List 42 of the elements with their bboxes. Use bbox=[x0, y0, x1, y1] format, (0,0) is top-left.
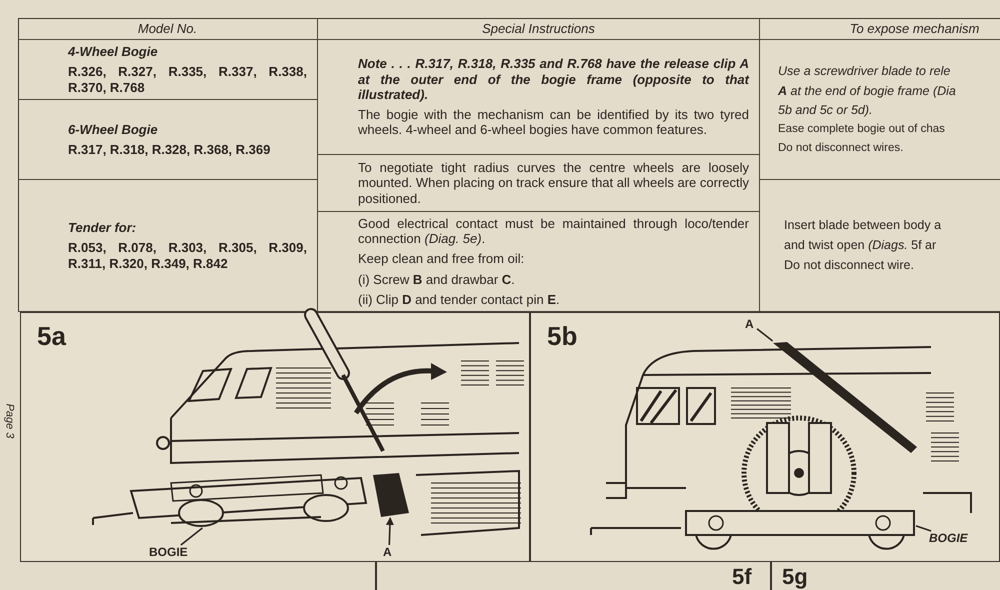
callout-label: BOGIE bbox=[929, 531, 968, 545]
instruction-text: (ii) Clip D and tender contact pin E. bbox=[358, 292, 561, 308]
row-heading: 4-Wheel Bogie bbox=[68, 44, 159, 60]
column-header: To expose mechanism bbox=[848, 20, 980, 36]
diagram-panel bbox=[530, 312, 1000, 562]
instruction-text: Use a screwdriver blade to rele bbox=[778, 64, 952, 79]
arrow bbox=[386, 517, 394, 546]
instruction-text: Do not disconnect wires. bbox=[778, 142, 904, 156]
callout-label: BOGIE bbox=[149, 545, 188, 559]
instruction-text: (i) Screw B and drawbar C. bbox=[358, 272, 516, 287]
bogie-drawing bbox=[685, 416, 915, 550]
instruction-text: and twist open (Diags. 5f ar bbox=[784, 238, 938, 253]
leader-line bbox=[756, 328, 774, 342]
leader-line bbox=[916, 525, 932, 532]
panel-number: 5a bbox=[37, 323, 66, 349]
model-numbers: R.326, R.327, R.335, R.337, R.338, R.370, R.768 bbox=[68, 64, 307, 95]
instruction-text: Keep clean and free from oil: bbox=[358, 251, 526, 267]
row-heading: Tender for: bbox=[68, 220, 138, 236]
instruction-text: To negotiate tight radius curves the centre wheels are loosely mounted. When placing on track ensure that all wheels are correctly positioned. bbox=[358, 160, 749, 206]
row-heading: Note . . . R.317, R.318, R.335 and R.768 have the release clip A at the outer end of the bogie frame (opposite to that illustrated). bbox=[358, 56, 749, 102]
model-numbers: R.053, R.078, R.303, R.305, R.309, R.311, R.320, R.349, R.842 bbox=[68, 240, 307, 271]
instruction-text: A at the end of bogie frame (Dia bbox=[778, 84, 957, 98]
column-header: Special Instructions bbox=[481, 20, 596, 36]
instruction-text: 5b and 5c or 5d). bbox=[778, 103, 874, 118]
instruction-text: Good electrical contact must be maintained through loco/tender connection (Diag. 5e). bbox=[358, 216, 749, 246]
instruction-text: The bogie with the mechanism can be identified by its two tyred wheels. 4-wheel and 6-wheel bogies have common features. bbox=[358, 107, 749, 138]
callout-letter: A bbox=[745, 317, 754, 331]
callout-letter: A bbox=[383, 545, 392, 559]
panel-number: 5g bbox=[782, 566, 808, 588]
instruction-text: Do not disconnect wire. bbox=[784, 258, 915, 273]
instruction-text: Ease complete bogie out of chas bbox=[778, 123, 946, 137]
model-numbers: R.317, R.318, R.328, R.368, R.369 bbox=[68, 142, 272, 158]
release-clip-drawing bbox=[373, 473, 409, 517]
page-number: Page 3 bbox=[3, 404, 16, 438]
leader-line bbox=[180, 527, 203, 546]
column-header: Model No. bbox=[136, 20, 198, 36]
row-heading: 6-Wheel Bogie bbox=[68, 122, 159, 137]
bogie-drawing bbox=[130, 474, 368, 527]
panel-number: 5f bbox=[732, 566, 752, 588]
screwdriver-blade-drawing bbox=[773, 342, 917, 453]
panel-number: 5b bbox=[547, 323, 578, 349]
instruction-text: Insert blade between body a bbox=[784, 218, 942, 234]
